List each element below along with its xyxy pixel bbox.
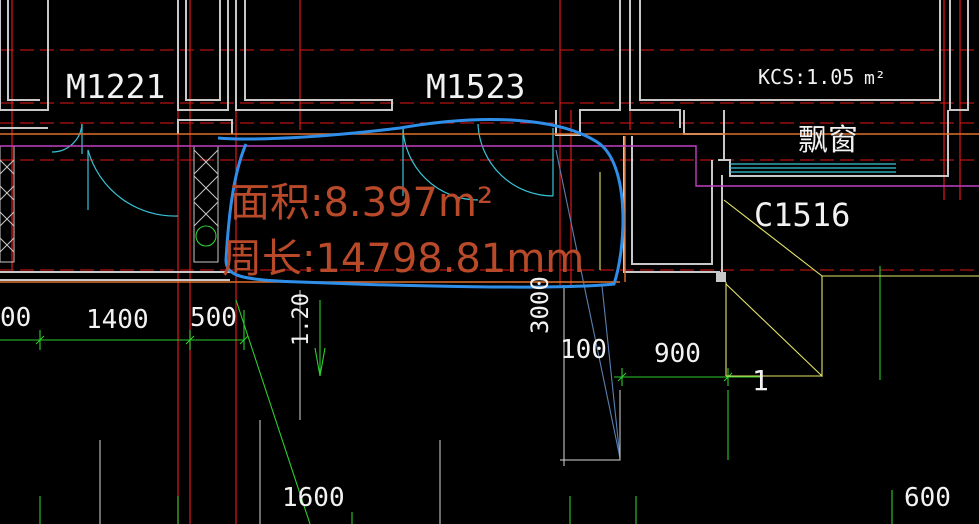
- wall-segment: [555, 0, 621, 136]
- wall-segment: [0, 0, 49, 111]
- dimension-text: 500: [190, 303, 237, 333]
- dimension-text: 3000: [526, 276, 554, 334]
- leader-line: [235, 299, 311, 524]
- wall-segment: [244, 0, 393, 111]
- highlight-loop: [217, 118, 625, 289]
- section-outline: [725, 276, 823, 378]
- bay-window-label[interactable]: 飘窗: [798, 123, 858, 158]
- red-dashed-lines: [0, 49, 979, 271]
- wall-segment: [683, 110, 724, 135]
- door-label-m1221[interactable]: M1221: [66, 67, 165, 106]
- dimension-text: 1400: [86, 305, 149, 335]
- door-label-m1523[interactable]: M1523: [426, 67, 525, 106]
- wall-segment: [639, 0, 941, 101]
- door-swing: [402, 127, 479, 201]
- door-swing: [87, 149, 179, 217]
- sight-line: [555, 149, 621, 459]
- wall-segment: [631, 136, 713, 265]
- sight-lines: [555, 149, 621, 459]
- wall-segment: [177, 0, 229, 111]
- kcs-area-label[interactable]: KCS:1.05: [758, 65, 854, 89]
- level-arrow: [314, 347, 326, 377]
- wall-segment: [177, 119, 233, 134]
- wall-segment: [185, 0, 221, 101]
- wall-segment: [235, 0, 300, 111]
- door-swing: [477, 123, 554, 197]
- area-measurement-text: 面积:8.397m²: [230, 180, 493, 226]
- door-swings: [51, 123, 896, 217]
- wall-segment: [623, 136, 720, 273]
- level-mark-text: 1.20: [289, 293, 314, 346]
- wall-segment: [629, 0, 681, 128]
- dimension-text: 900: [654, 339, 701, 369]
- kcs-unit-label: m²: [864, 68, 886, 89]
- target-circle: [195, 225, 217, 247]
- dimension-text: 100: [560, 335, 607, 365]
- wall-segment: [7, 0, 40, 101]
- green-dimension-lines: [0, 225, 893, 524]
- wall-segment: [718, 110, 949, 177]
- magenta-line: [0, 145, 979, 187]
- column-node: [716, 272, 726, 282]
- hatched-block: [193, 145, 219, 263]
- sight-line: [601, 285, 621, 459]
- dimension-text: 600: [904, 483, 951, 513]
- dimension-text: 1600: [282, 483, 345, 513]
- dimension-text: 00: [0, 303, 31, 333]
- walls: [0, 0, 969, 281]
- section-mark-text: 1: [752, 364, 769, 397]
- door-swing: [51, 123, 83, 153]
- perimeter-measurement-text: 周长:14798.81mm: [222, 236, 584, 282]
- window-label-c1516[interactable]: C1516: [754, 196, 850, 234]
- outline: [560, 390, 621, 461]
- yellow-lines: [599, 172, 979, 378]
- wall-segment: [949, 0, 969, 111]
- white-outlines: [99, 285, 621, 524]
- hatched-walls: [0, 145, 219, 263]
